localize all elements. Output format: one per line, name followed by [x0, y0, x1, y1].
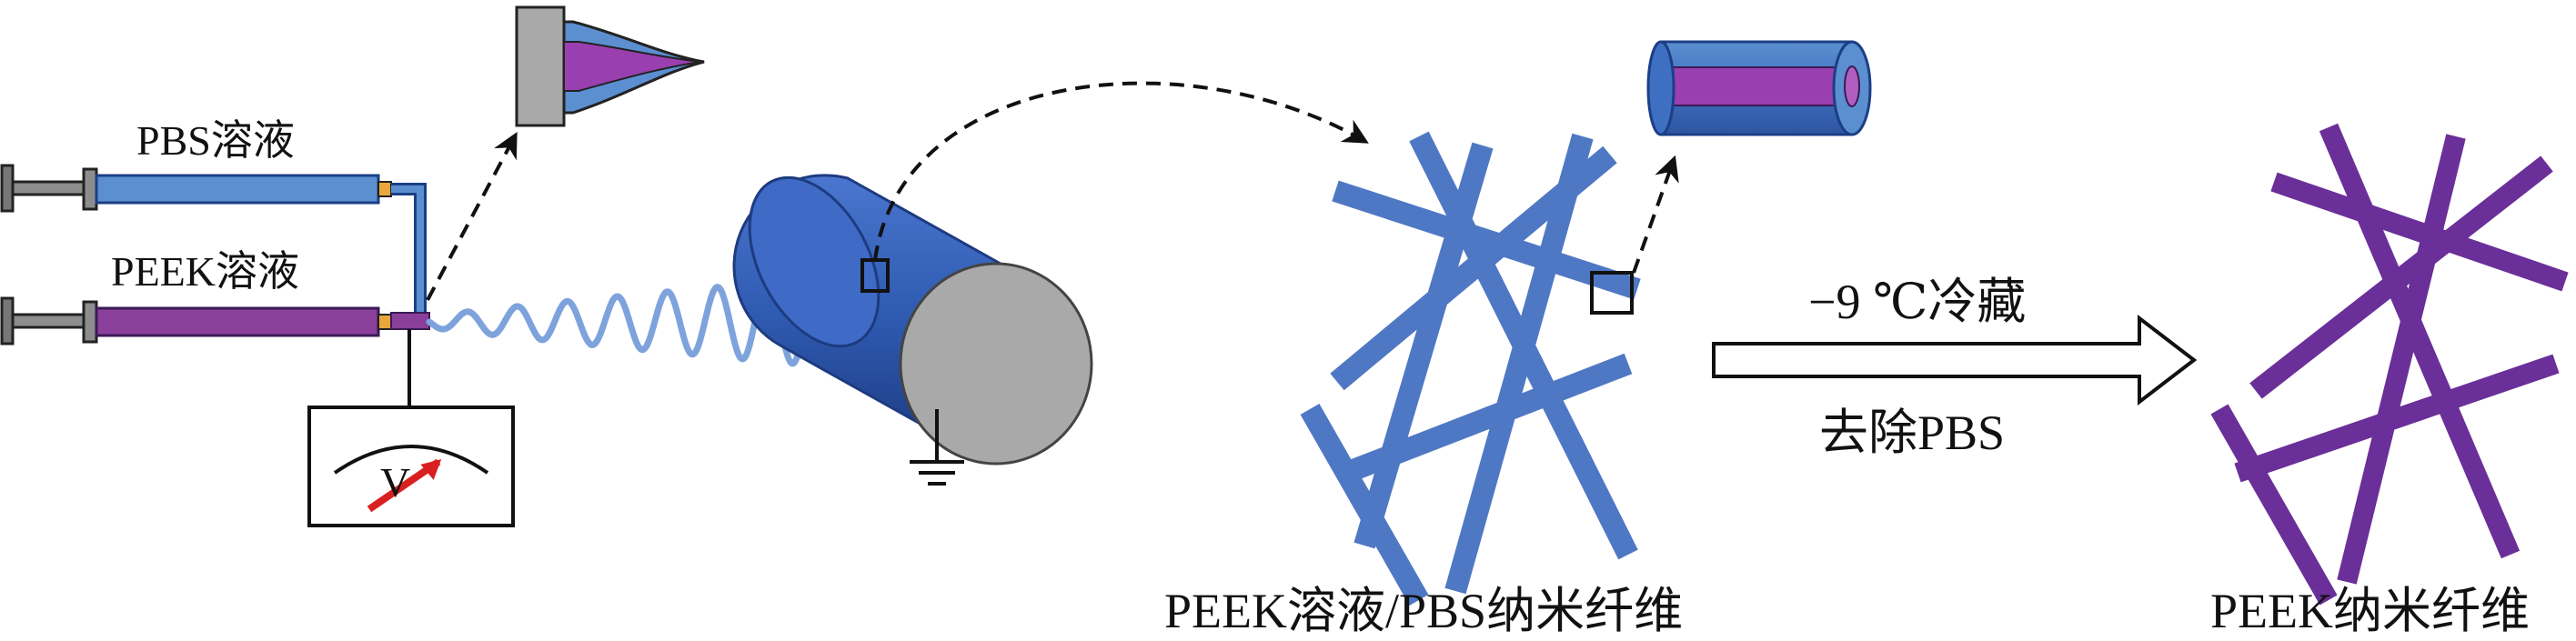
- plunger-cap: [0, 164, 15, 213]
- fiber: [2249, 155, 2553, 399]
- pbs-solution-label: PBS溶液: [136, 117, 295, 164]
- ground-symbol: [910, 409, 964, 486]
- dashed-arrow-to-fibers: [873, 81, 1369, 261]
- peek-core-cone: [563, 41, 701, 92]
- coaxial-tubing: [390, 183, 430, 330]
- composite-fiber-caption: PEEK溶液/PBS纳米纤维: [1164, 584, 1683, 638]
- voltmeter-box: [307, 406, 515, 527]
- fiber-sampling-box: [1590, 271, 1634, 315]
- peek-fiber-caption: PEEK纳米纤维: [2210, 584, 2530, 638]
- nozzle-block: [515, 5, 566, 127]
- pbs-barrel: [95, 174, 380, 205]
- fiber: [1332, 180, 1641, 300]
- rotating-collector: [732, 174, 1093, 466]
- collector-back-end: [748, 175, 880, 348]
- peek-solution-label: PEEK溶液: [111, 248, 299, 295]
- peek-tip: [377, 314, 392, 330]
- peek-fiber-mat: [2210, 123, 2569, 606]
- voltmeter-label: V: [380, 459, 410, 506]
- fiber: [1300, 404, 1429, 606]
- taylor-cone-inset: [426, 5, 705, 301]
- remove-pbs-label: 去除PBS: [1819, 406, 2005, 460]
- fiber: [2210, 404, 2338, 606]
- fiber: [1330, 145, 1617, 391]
- voltmeter: V: [307, 329, 515, 527]
- flange: [82, 167, 98, 211]
- coaxial-needle: [390, 312, 430, 330]
- peek-syringe: [0, 296, 392, 346]
- pbs-syringe: [0, 164, 392, 213]
- fiber: [2234, 354, 2560, 483]
- dashed-arrow-to-inset: [1632, 155, 1679, 274]
- plunger-cap: [0, 296, 15, 346]
- collector-front-end: [899, 262, 1093, 466]
- fiber: [1353, 142, 1494, 549]
- composite-fiber-mat: [1300, 131, 1641, 606]
- core-shell-fiber-inset: [1646, 40, 1872, 136]
- fiber-core: [1665, 66, 1849, 106]
- process-arrow: [1712, 314, 2198, 406]
- fiber: [2270, 172, 2569, 292]
- peek-barrel: [95, 306, 380, 337]
- voltmeter-scale: [333, 445, 489, 475]
- fiber: [2337, 134, 2466, 585]
- fiber: [1444, 133, 1594, 595]
- pbs-tip: [377, 181, 392, 197]
- fiber: [1342, 353, 1633, 484]
- refrigerate-label: −9 ℃冷藏: [1808, 275, 2026, 329]
- fiber: [2319, 123, 2521, 559]
- flange: [82, 300, 98, 344]
